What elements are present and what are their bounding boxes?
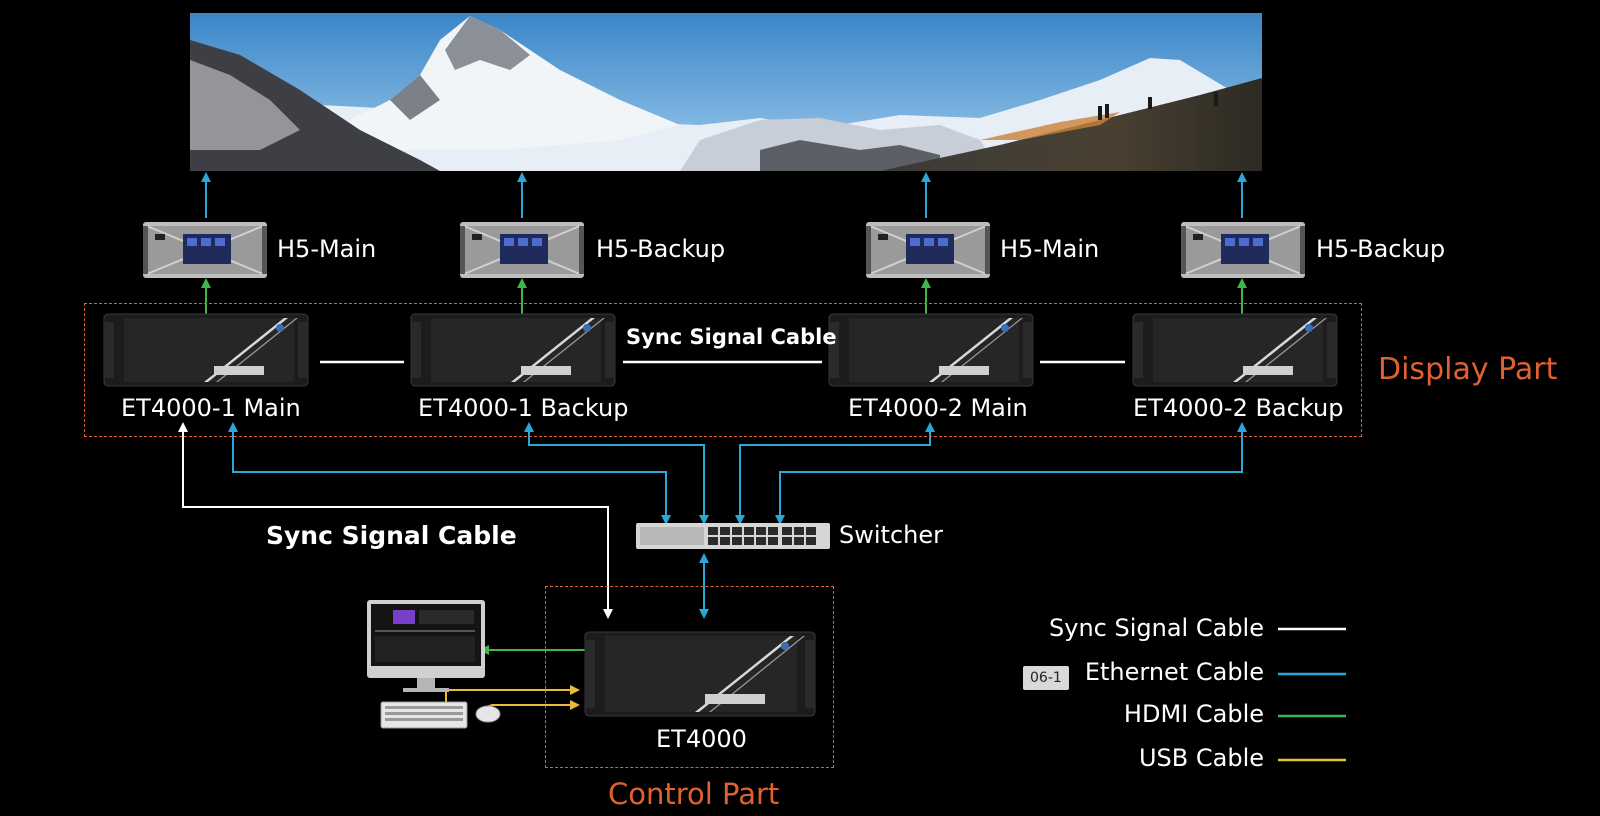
switcher-device	[636, 523, 830, 549]
et4000-1-backup-label: ET4000-1 Backup	[418, 394, 629, 422]
mouse-icon	[475, 705, 501, 723]
et4000-2-backup-label: ET4000-2 Backup	[1133, 394, 1344, 422]
et4000-1-main-label: ET4000-1 Main	[121, 394, 301, 422]
et4000-control-device	[584, 631, 816, 717]
control-part-box	[545, 586, 834, 768]
h5-main-label-1: H5-Main	[277, 235, 377, 263]
et4000-device-3	[828, 313, 1034, 387]
et4000-2-main-label: ET4000-2 Main	[848, 394, 1028, 422]
et4000-units	[103, 313, 1338, 387]
hdmi-cable-et-to-h5	[201, 278, 1247, 316]
ethernet-cable-h5-to-wall	[201, 172, 1247, 218]
display-part-box	[84, 303, 1362, 437]
keyboard-icon	[380, 701, 468, 729]
monitor-icon	[367, 600, 485, 692]
legend-ethernet-label: Ethernet Cable	[1084, 658, 1264, 686]
h5-device-4	[1181, 222, 1305, 278]
switcher-label: Switcher	[839, 521, 943, 549]
legend-usb-label: USB Cable	[1138, 744, 1264, 772]
h5-device-3	[866, 222, 990, 278]
legend-hdmi-label: HDMI Cable	[1123, 700, 1264, 728]
page-badge: 06-1	[1023, 666, 1069, 690]
legend-sync-label: Sync Signal Cable	[1049, 614, 1264, 642]
et4000-control-label: ET4000	[656, 725, 747, 753]
control-part-label: Control Part	[608, 777, 780, 811]
legend-lines	[1278, 627, 1346, 762]
display-part-label: Display Part	[1378, 352, 1558, 387]
et4000-device-1	[103, 313, 309, 387]
sync-cable-control-to-et1	[178, 422, 613, 619]
h5-main-label-2: H5-Main	[1000, 235, 1100, 263]
sync-signal-cable-label-left: Sync Signal Cable	[266, 521, 517, 550]
h5-backup-label-1: H5-Backup	[596, 235, 726, 263]
h5-processors	[143, 222, 1305, 278]
h5-backup-label-2: H5-Backup	[1316, 235, 1446, 263]
h5-device-1	[143, 222, 267, 278]
h5-device-2	[460, 222, 584, 278]
et4000-device-4	[1132, 313, 1338, 387]
et4000-device-2	[410, 313, 616, 387]
sync-signal-cable-label-top: Sync Signal Cable	[626, 325, 837, 349]
